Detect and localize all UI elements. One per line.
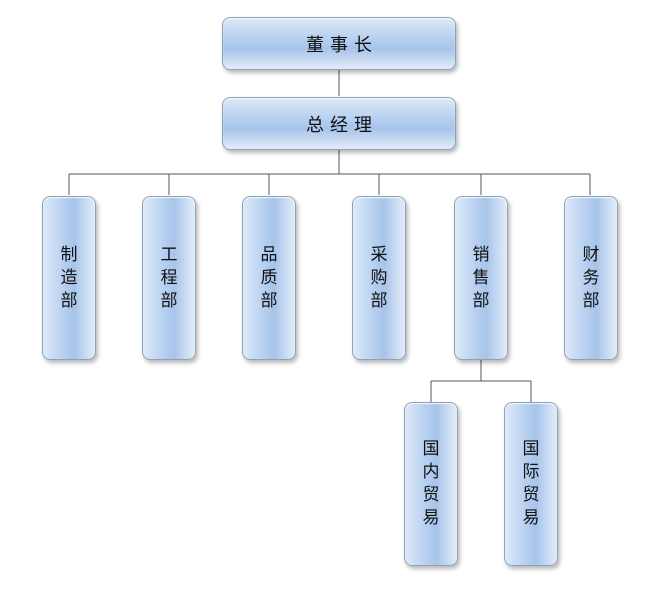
sub-domestic-trade-label: 国内贸易 <box>422 439 440 528</box>
dept-purchasing-label: 采购部 <box>370 244 388 311</box>
dept-sales-box: 销售部 <box>454 196 508 360</box>
dept-engineering-label: 工程部 <box>160 244 178 311</box>
sub-international-trade-label: 国际贸易 <box>522 439 540 528</box>
dept-finance-label: 财务部 <box>582 244 600 311</box>
sub-domestic-trade-box: 国内贸易 <box>404 402 458 566</box>
general-manager-box: 总经理 <box>222 97 456 150</box>
dept-manufacturing-box: 制造部 <box>42 196 96 360</box>
dept-manufacturing-label: 制造部 <box>60 244 78 311</box>
general-manager-label: 总经理 <box>306 114 378 136</box>
sub-international-trade-box: 国际贸易 <box>504 402 558 566</box>
dept-finance-box: 财务部 <box>564 196 618 360</box>
dept-quality-label: 品质部 <box>260 244 278 311</box>
chairman-label: 董事长 <box>306 34 378 56</box>
chairman-box: 董事长 <box>222 17 456 70</box>
dept-sales-label: 销售部 <box>472 244 490 311</box>
dept-engineering-box: 工程部 <box>142 196 196 360</box>
dept-purchasing-box: 采购部 <box>352 196 406 360</box>
dept-quality-box: 品质部 <box>242 196 296 360</box>
